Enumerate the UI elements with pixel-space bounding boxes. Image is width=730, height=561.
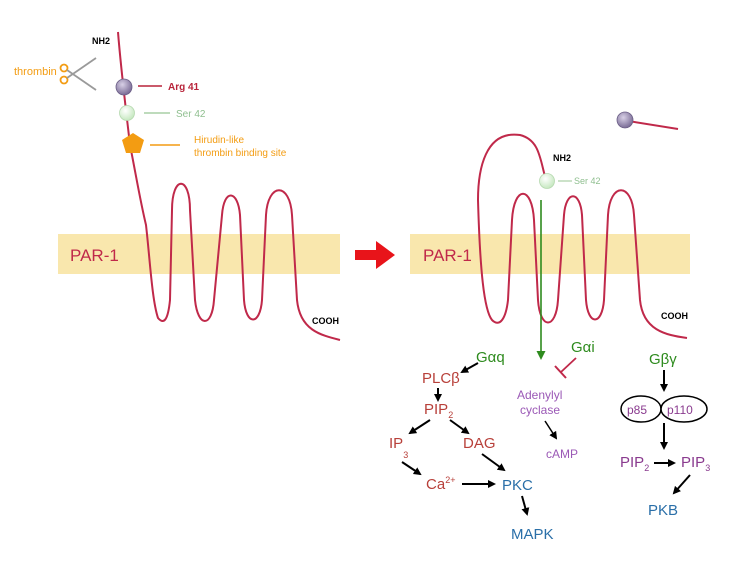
ser42-label-left: Ser 42 (176, 109, 206, 120)
ser42-label-right: Ser 42 (574, 176, 601, 186)
pip3-node: PIP3 (681, 454, 710, 473)
thrombin-label: thrombin (14, 66, 57, 78)
pip2-node-right: PIP2 (620, 454, 649, 473)
camp-node: cAMP (546, 447, 578, 461)
ca-node: Ca2+ (426, 475, 455, 493)
scissors-icon (59, 57, 97, 91)
ser42-ball-left (119, 105, 135, 121)
nh2-label-left: NH2 (92, 36, 110, 46)
membrane-right (410, 234, 690, 274)
gai-inhibit-bar (554, 365, 567, 379)
ip3-node: IP3 (389, 435, 408, 460)
hirudin-label-line1: Hirudin-like (194, 135, 244, 146)
pip2-node: PIP2 (424, 401, 453, 420)
adenylyl-line2: cyclase (520, 403, 560, 417)
adenylyl-line1: Adenylyl (517, 388, 562, 402)
arg41-ball-left (115, 78, 133, 96)
ser42-ball-right (539, 173, 555, 189)
gbg-node: Gβγ (649, 351, 677, 368)
hirudin-binding-site-icon (122, 133, 144, 153)
cooh-label-left: COOH (312, 316, 339, 326)
hirudin-label-line2: thrombin binding site (194, 148, 287, 159)
dag-node: DAG (463, 435, 496, 452)
adenylyl-to-camp-arrow (544, 420, 558, 440)
n-terminal-tail-left (117, 31, 341, 341)
plcb-node: PLCβ (422, 370, 460, 387)
pip2-to-ip3-arrow (408, 419, 431, 435)
gaq-to-plcb-arrow (460, 362, 479, 373)
p85-label: p85 (627, 403, 647, 417)
mapk-node: MAPK (511, 526, 554, 543)
cooh-label-right: COOH (661, 311, 688, 321)
dag-to-pkc-arrow (481, 453, 506, 472)
p110-subunit (660, 395, 708, 423)
gaq-node: Gαq (476, 349, 505, 366)
pkc-to-mapk-arrow (521, 495, 530, 516)
pkc-node: PKC (502, 477, 533, 494)
pkb-node: PKB (648, 502, 678, 519)
gai-node: Gαi (571, 339, 595, 356)
par1-label-left: PAR-1 (70, 246, 119, 265)
pip3-to-pkb-arrow (672, 474, 691, 495)
pip2-to-dag-arrow (449, 419, 470, 435)
p110-label: p110 (667, 403, 693, 417)
par1-label-right: PAR-1 (423, 246, 472, 265)
nh2-label-right: NH2 (553, 153, 571, 163)
arg41-label: Arg 41 (168, 82, 200, 93)
receptor-body-right (476, 133, 688, 339)
arg41-ball-released (616, 111, 634, 129)
ip3-to-ca-arrow (401, 461, 422, 476)
activation-arrow (355, 241, 395, 269)
gai-inhibit-line (560, 357, 577, 373)
